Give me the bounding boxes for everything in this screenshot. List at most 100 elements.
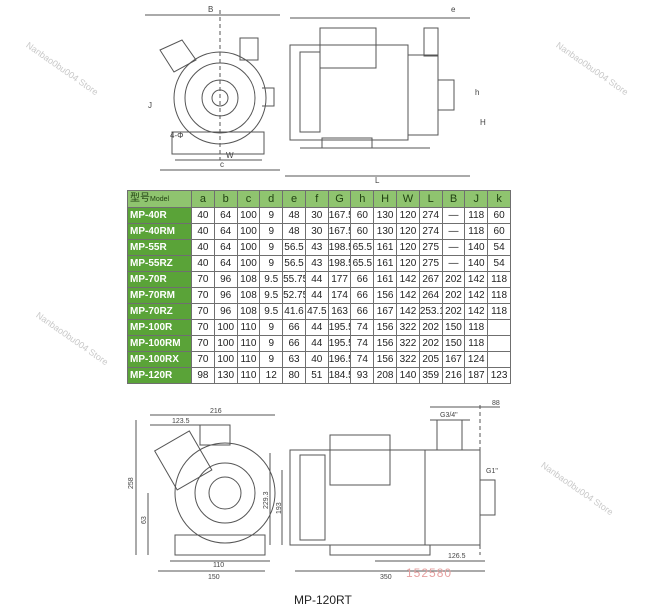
value-cell: 9 bbox=[259, 255, 284, 272]
svg-text:G1": G1" bbox=[486, 468, 498, 475]
value-cell: 187 bbox=[464, 367, 489, 384]
value-cell: 60 bbox=[487, 223, 511, 240]
svg-text:4-Φ: 4-Φ bbox=[170, 131, 184, 140]
col-header: f bbox=[304, 190, 329, 208]
svg-text:J: J bbox=[148, 101, 152, 110]
table-row: MP-100RM7010011096644195.574156322202150… bbox=[127, 335, 511, 352]
value-cell: 140 bbox=[464, 239, 489, 256]
value-cell: 322 bbox=[396, 319, 420, 336]
value-cell: 108 bbox=[236, 271, 261, 288]
value-cell: 124 bbox=[464, 351, 489, 368]
svg-text:126.5: 126.5 bbox=[448, 553, 466, 560]
value-cell: 142 bbox=[464, 271, 489, 288]
value-cell: 66 bbox=[350, 287, 375, 304]
value-cell: 322 bbox=[396, 335, 420, 352]
value-cell: 202 bbox=[441, 287, 466, 304]
value-cell: 48 bbox=[282, 207, 306, 224]
value-cell: 40 bbox=[191, 207, 215, 224]
value-cell: 202 bbox=[441, 271, 466, 288]
value-cell: — bbox=[441, 239, 466, 256]
svg-text:193: 193 bbox=[276, 502, 283, 514]
value-cell: 41.6 bbox=[282, 303, 306, 320]
value-cell: 118 bbox=[464, 223, 489, 240]
value-cell: 253.1 bbox=[418, 303, 443, 320]
col-header: B bbox=[441, 190, 466, 208]
col-header: h bbox=[350, 190, 375, 208]
col-header: H bbox=[373, 190, 398, 208]
value-cell: 110 bbox=[236, 335, 261, 352]
value-cell: 120 bbox=[396, 239, 420, 256]
stamp-number: 152580 bbox=[406, 566, 453, 580]
value-cell: 70 bbox=[191, 303, 215, 320]
value-cell: 161 bbox=[373, 239, 398, 256]
value-cell: 274 bbox=[418, 207, 443, 224]
value-cell: 12 bbox=[259, 367, 284, 384]
value-cell: 275 bbox=[418, 239, 443, 256]
value-cell: 65.5 bbox=[350, 255, 375, 272]
col-header: L bbox=[418, 190, 443, 208]
value-cell: 161 bbox=[373, 255, 398, 272]
value-cell: 93 bbox=[350, 367, 375, 384]
value-cell: 9 bbox=[259, 207, 284, 224]
value-cell: 63 bbox=[282, 351, 306, 368]
value-cell: 74 bbox=[350, 319, 375, 336]
value-cell: 40 bbox=[191, 255, 215, 272]
value-cell: 44 bbox=[304, 287, 329, 304]
svg-text:L: L bbox=[375, 176, 380, 185]
svg-text:216: 216 bbox=[210, 408, 222, 415]
value-cell: 195.5 bbox=[327, 335, 352, 352]
value-cell: 51 bbox=[304, 367, 329, 384]
value-cell: 142 bbox=[464, 287, 489, 304]
value-cell: 150 bbox=[441, 335, 466, 352]
model-cell: MP-100R bbox=[127, 319, 192, 336]
value-cell: 30 bbox=[304, 207, 329, 224]
value-cell: 184.5 bbox=[327, 367, 352, 384]
value-cell: 64 bbox=[213, 207, 238, 224]
value-cell: 9 bbox=[259, 239, 284, 256]
value-cell bbox=[487, 335, 511, 352]
value-cell: 40 bbox=[191, 239, 215, 256]
value-cell: 74 bbox=[350, 351, 375, 368]
value-cell: 120 bbox=[396, 207, 420, 224]
value-cell: 66 bbox=[350, 303, 375, 320]
svg-text:258: 258 bbox=[128, 477, 135, 489]
value-cell: 140 bbox=[396, 367, 420, 384]
value-cell: 359 bbox=[418, 367, 443, 384]
svg-text:88: 88 bbox=[492, 400, 500, 407]
value-cell: 322 bbox=[396, 351, 420, 368]
value-cell: 48 bbox=[282, 223, 306, 240]
svg-text:e: e bbox=[451, 5, 456, 14]
col-header: J bbox=[464, 190, 489, 208]
table-row: MP-100RX7010011096340196.574156322205167… bbox=[127, 351, 511, 368]
spec-table-header-row: 型号Model a b c d e f G h H W L B J k bbox=[127, 190, 511, 208]
value-cell: 96 bbox=[213, 271, 238, 288]
value-cell: 43 bbox=[304, 239, 329, 256]
model-column-header: 型号Model bbox=[127, 190, 192, 208]
value-cell: 96 bbox=[213, 287, 238, 304]
svg-text:B: B bbox=[208, 5, 213, 14]
value-cell: 43 bbox=[304, 255, 329, 272]
value-cell: 100 bbox=[236, 239, 261, 256]
svg-text:350: 350 bbox=[380, 574, 392, 581]
value-cell: 167.5 bbox=[327, 207, 352, 224]
value-cell: 66 bbox=[282, 335, 306, 352]
value-cell: 130 bbox=[213, 367, 238, 384]
value-cell: 216 bbox=[441, 367, 466, 384]
value-cell: 108 bbox=[236, 287, 261, 304]
value-cell: 44 bbox=[304, 271, 329, 288]
model-cell: MP-70RM bbox=[127, 287, 192, 304]
value-cell: 174 bbox=[327, 287, 352, 304]
value-cell: 167 bbox=[373, 303, 398, 320]
value-cell: 198.5 bbox=[327, 239, 352, 256]
value-cell: 267 bbox=[418, 271, 443, 288]
value-cell: — bbox=[441, 223, 466, 240]
model-cell: MP-55RZ bbox=[127, 255, 192, 272]
value-cell: 9.5 bbox=[259, 303, 284, 320]
value-cell: 66 bbox=[350, 271, 375, 288]
value-cell: 100 bbox=[236, 223, 261, 240]
value-cell: 118 bbox=[464, 319, 489, 336]
model-cell: MP-70RZ bbox=[127, 303, 192, 320]
value-cell: 202 bbox=[441, 303, 466, 320]
value-cell: 156 bbox=[373, 319, 398, 336]
value-cell: 54 bbox=[487, 255, 511, 272]
